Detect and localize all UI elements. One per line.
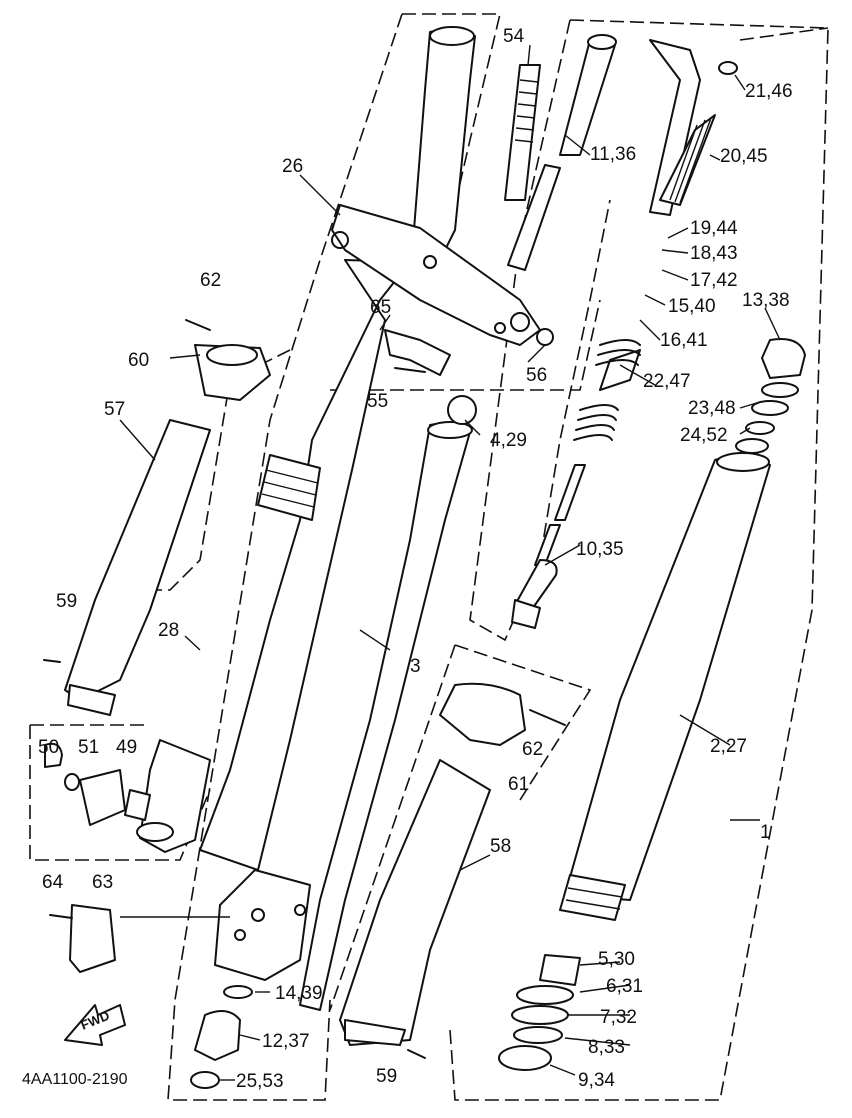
fork-guard-left-57 xyxy=(64,419,211,716)
callout-64: 64 xyxy=(42,872,64,893)
callout-11-36: 11,36 xyxy=(590,144,636,165)
callout-13-38: 13,38 xyxy=(742,290,790,311)
callout-17-42: 17,42 xyxy=(690,270,738,291)
callout-28: 28 xyxy=(158,620,179,641)
callout-3: 3 xyxy=(410,656,421,677)
callout-23-48: 23,48 xyxy=(688,398,736,419)
callout-65: 65 xyxy=(370,297,391,318)
callout-54: 54 xyxy=(503,26,525,47)
inner-tube-3 xyxy=(299,421,473,1011)
callout-61: 61 xyxy=(508,774,529,795)
outer-tube-right xyxy=(559,39,806,921)
callout-56: 56 xyxy=(526,365,547,386)
callout-62-right: 62 xyxy=(522,739,543,760)
callout-19-44: 19,44 xyxy=(690,218,738,239)
callout-24-52: 24,52 xyxy=(680,425,728,446)
callout-4-29: 4,29 xyxy=(490,430,527,451)
callout-51: 51 xyxy=(78,737,99,758)
leader-lines xyxy=(119,44,781,1081)
callout-8-33: 8,33 xyxy=(588,1037,625,1058)
callout-58: 58 xyxy=(490,836,511,857)
callout-18-43: 18,43 xyxy=(690,243,738,264)
fwd-arrow: FWD xyxy=(64,1004,126,1046)
callout-2-27: 2,27 xyxy=(710,736,747,757)
damper-assembly xyxy=(447,34,641,629)
callout-9-34: 9,34 xyxy=(578,1070,615,1091)
callout-15-40: 15,40 xyxy=(668,296,716,317)
callout-62-top: 62 xyxy=(200,270,221,291)
callout-14-39: 14,39 xyxy=(275,983,323,1004)
callout-labels: 54 11,36 21,46 20,45 26 19,44 18,43 17,4… xyxy=(38,26,793,1092)
outer-tube-left xyxy=(124,26,476,981)
callout-10-35: 10,35 xyxy=(576,539,624,560)
callout-55: 55 xyxy=(367,391,388,412)
drawing-code: 4AA1100-2190 xyxy=(22,1071,128,1088)
callout-60: 60 xyxy=(128,350,149,371)
hardware xyxy=(43,319,566,1059)
callout-26: 26 xyxy=(282,156,303,177)
callout-49: 49 xyxy=(116,737,137,758)
callout-50: 50 xyxy=(38,737,59,758)
callout-20-45: 20,45 xyxy=(720,146,768,167)
callout-59-left: 59 xyxy=(56,591,77,612)
callout-59-bottom: 59 xyxy=(376,1066,397,1087)
callout-21-46: 21,46 xyxy=(745,81,793,102)
fork-guard-right-58 xyxy=(339,759,491,1046)
callout-5-30: 5,30 xyxy=(598,949,635,970)
callout-25-53: 25,53 xyxy=(236,1071,284,1092)
callout-22-47: 22,47 xyxy=(643,371,691,392)
seal-stack xyxy=(190,954,581,1089)
callout-7-32: 7,32 xyxy=(600,1007,637,1028)
callout-6-31: 6,31 xyxy=(606,976,643,997)
callout-12-37: 12,37 xyxy=(262,1031,310,1052)
callout-16-41: 16,41 xyxy=(660,330,708,351)
upper-bracket-26 xyxy=(331,204,541,346)
callout-57: 57 xyxy=(104,399,125,420)
callout-1: 1 xyxy=(760,822,771,843)
callout-63: 63 xyxy=(92,872,113,893)
